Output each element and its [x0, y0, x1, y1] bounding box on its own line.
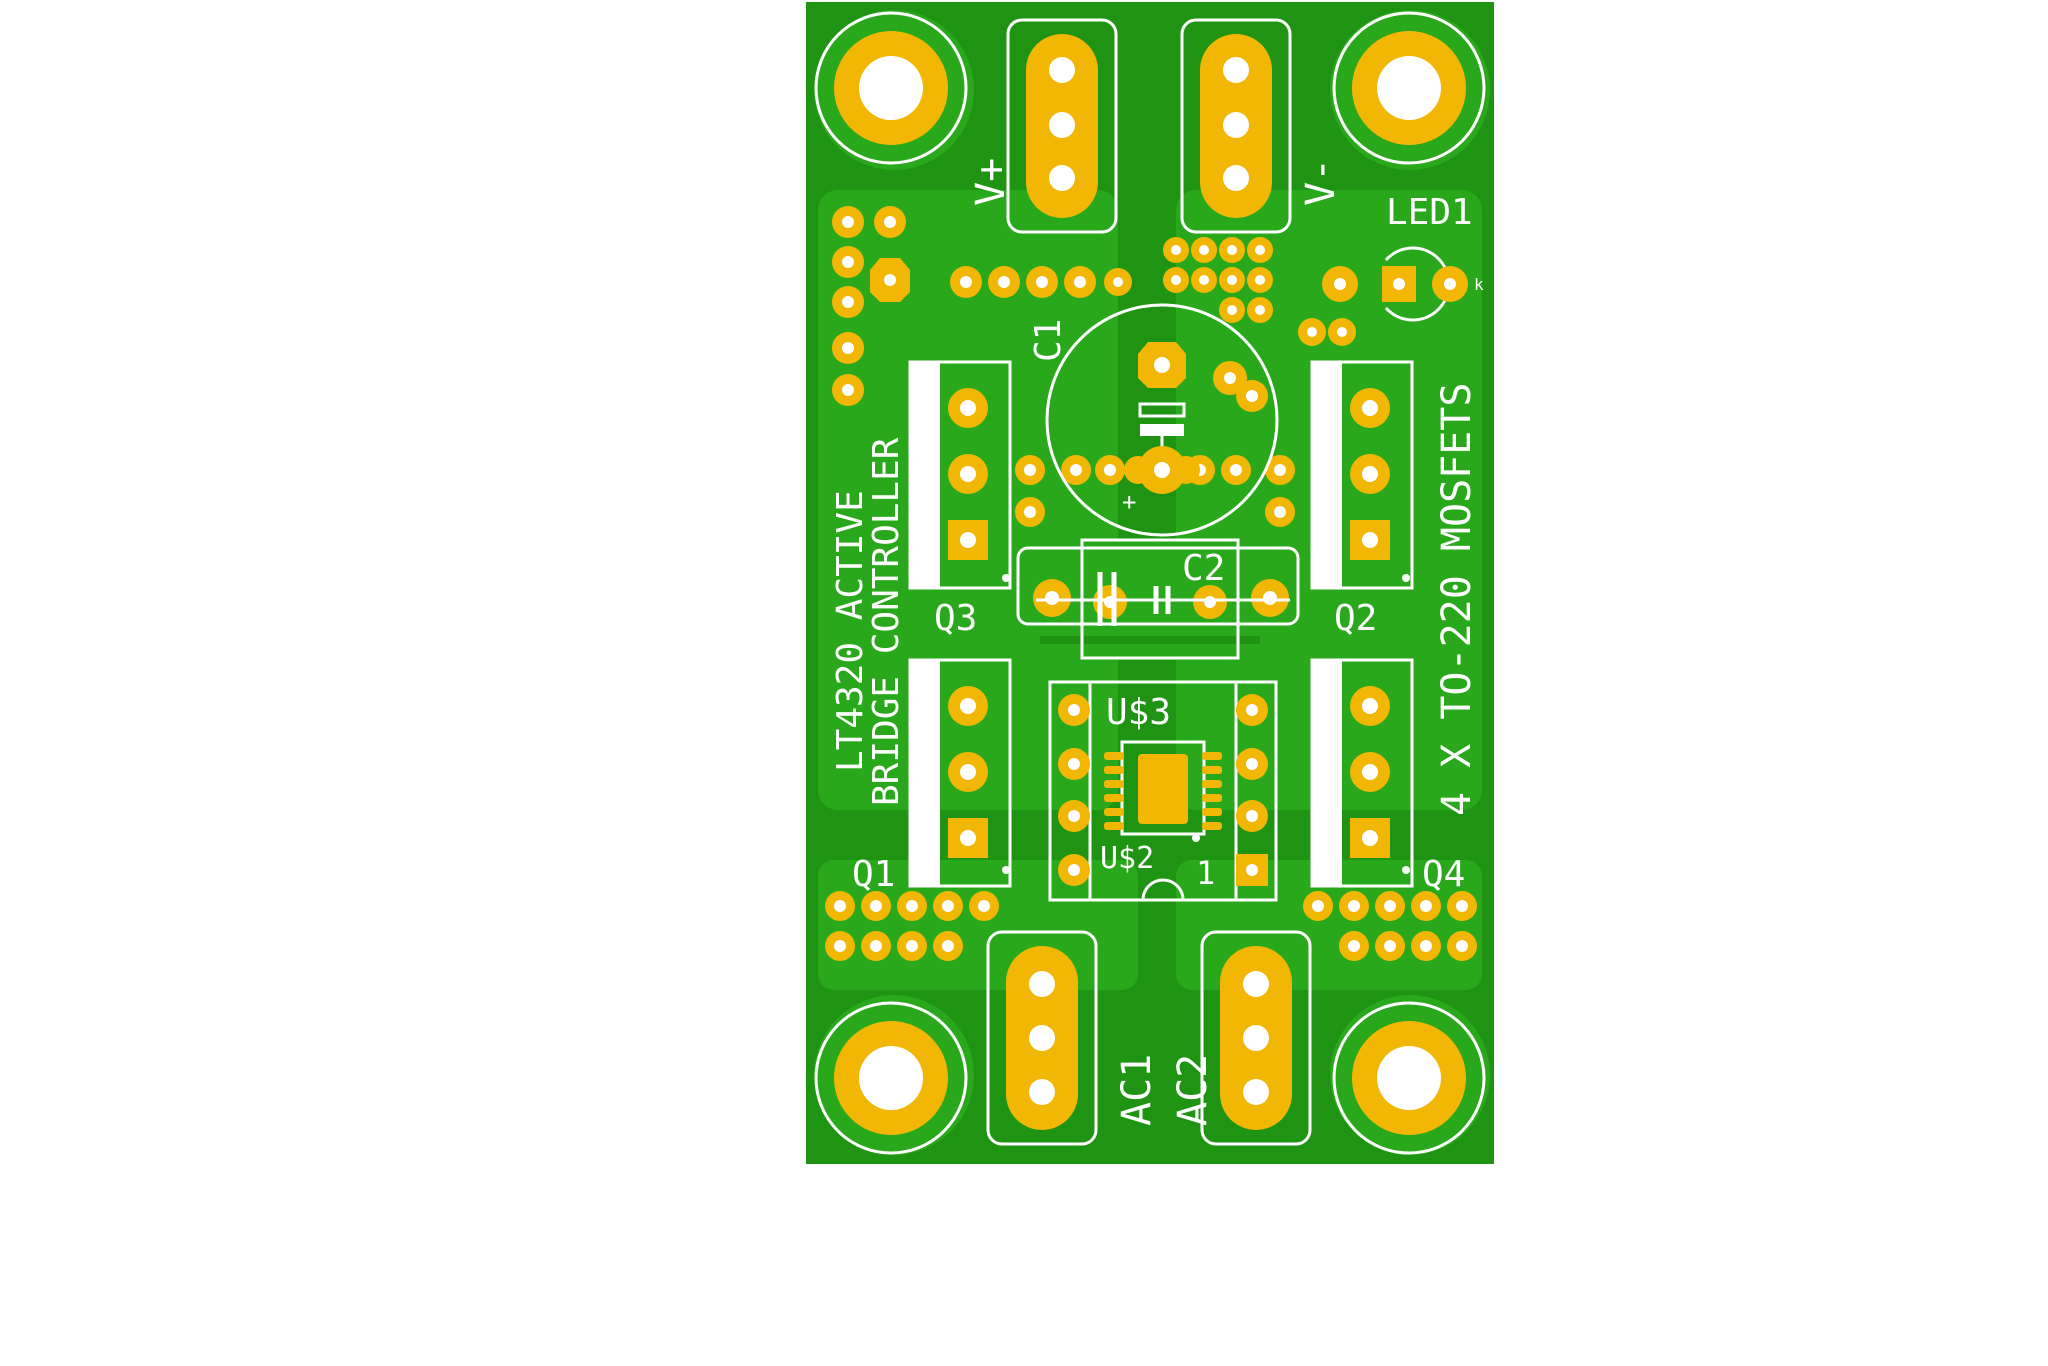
label-q1: Q1 [852, 854, 895, 895]
via-drills [834, 216, 1468, 952]
c2-capacitor [1016, 538, 1300, 660]
mounting-hole-top-left [814, 11, 968, 165]
silkscreen-labels: V+ V- LED1 k C1 + C2 Q3 Q2 Q1 Q4 U$3 U$2… [830, 158, 1484, 1126]
mounting-holes [814, 11, 1486, 1155]
mounting-hole-bottom-left [814, 1001, 968, 1155]
mounting-hole-top-right [1332, 11, 1486, 165]
label-mosfets: 4 X TO-220 MOSFETS [1434, 383, 1480, 816]
u2-chip [1104, 740, 1222, 842]
connector-vminus [1180, 18, 1292, 234]
mounting-hole-bottom-right [1332, 1001, 1486, 1155]
c1-capacitor [1045, 303, 1279, 537]
label-ac2: AC2 [1170, 1054, 1216, 1126]
q2-mosfet [1310, 360, 1414, 590]
label-q2: Q2 [1334, 598, 1377, 639]
q3-mosfet [908, 360, 1012, 590]
u3-dip-socket [1048, 680, 1278, 902]
label-ac1: AC1 [1114, 1054, 1160, 1126]
label-q4: Q4 [1422, 854, 1465, 895]
label-vplus: V+ [968, 158, 1014, 206]
q1-mosfet [908, 658, 1012, 888]
label-c1: C1 [1028, 319, 1069, 362]
label-vminus: V- [1298, 158, 1344, 206]
label-led1: LED1 [1386, 192, 1473, 233]
label-k: k [1474, 275, 1484, 294]
label-c2: C2 [1182, 548, 1225, 589]
connector-ac1 [986, 930, 1098, 1146]
label-title-line2: BRIDGE CONTROLLER [866, 437, 907, 806]
label-title-line1: LT4320 ACTIVE [830, 490, 871, 772]
connector-ac2 [1200, 930, 1312, 1146]
board-channels [1040, 2, 1260, 1164]
label-q3: Q3 [934, 598, 977, 639]
label-pin1: 1 [1196, 854, 1215, 892]
label-u2: U$2 [1100, 841, 1154, 876]
connector-vplus [1006, 18, 1118, 234]
q4-mosfet [1310, 658, 1414, 888]
label-u3: U$3 [1106, 692, 1171, 733]
label-plus: + [1122, 488, 1136, 516]
led1-footprint [1322, 246, 1468, 322]
